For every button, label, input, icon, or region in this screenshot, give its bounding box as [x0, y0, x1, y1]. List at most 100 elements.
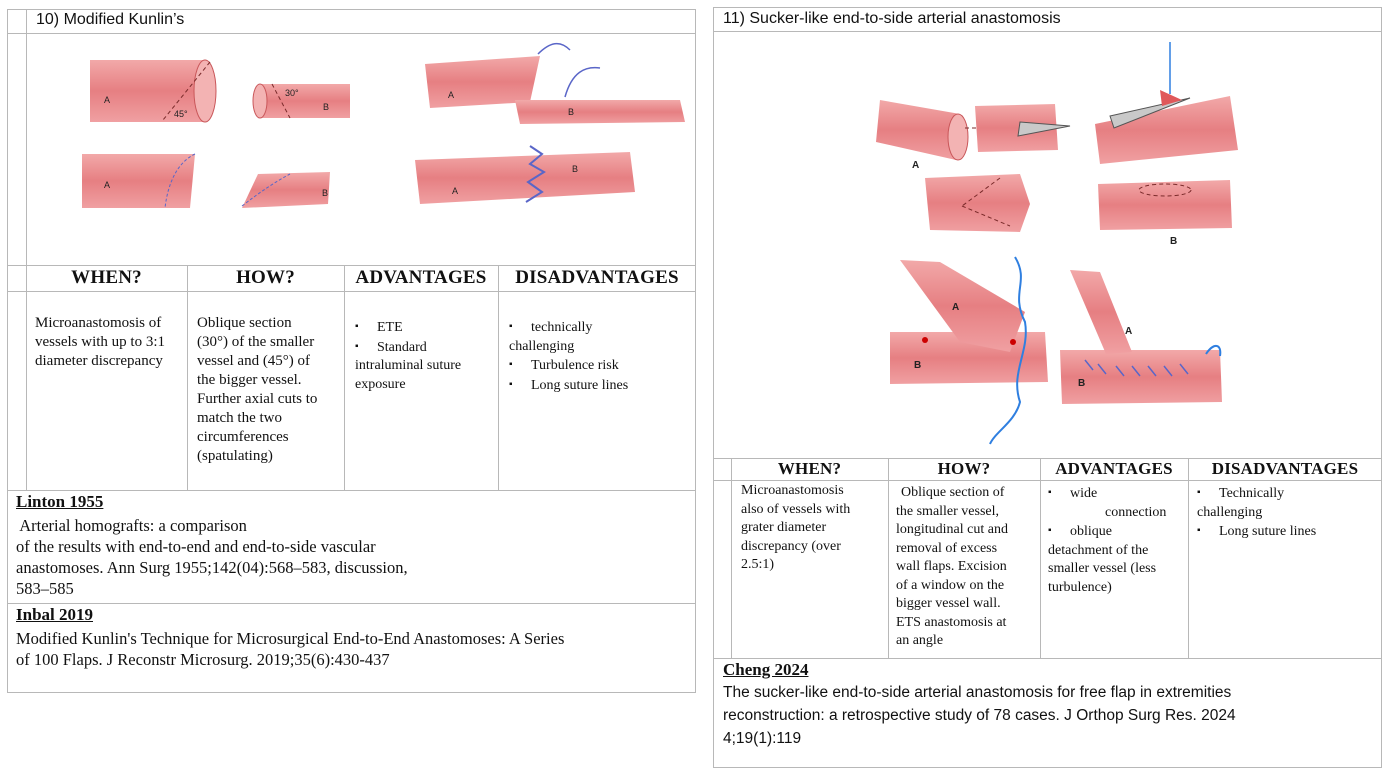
text-line: vessel and (45°) of — [197, 352, 342, 371]
text-line: challenging — [1197, 504, 1377, 523]
bullet-item: Technically — [1197, 484, 1377, 504]
diagram-label: B — [914, 360, 921, 371]
ref-linton-head: Linton 1955 — [16, 492, 103, 512]
text-line: also of vessels with — [741, 501, 886, 520]
left-table-bottom — [7, 490, 696, 491]
text-line: (spatulating) — [197, 447, 342, 466]
text-line: match the two — [197, 409, 342, 428]
bullet-item: Long suture lines — [1197, 522, 1377, 542]
text-line: Arterial homografts: a comparison — [16, 515, 408, 536]
text-line: turbulence) — [1048, 579, 1186, 598]
bullet-item: ETE — [355, 318, 495, 338]
col-line — [498, 265, 499, 490]
right-header-bottom — [713, 480, 1382, 481]
when-cell: Microanastomosis also of vessels with gr… — [741, 482, 886, 575]
vessel-pair-suturing — [425, 44, 685, 124]
bullet-item: technically — [509, 318, 689, 338]
vessel-completed — [415, 146, 635, 204]
when-cell: Microanastomosis of vessels with up to 3… — [35, 314, 185, 371]
header-advantages: ADVANTAGES — [344, 267, 498, 289]
disadvantages-cell: Technically challenging Long suture line… — [1197, 484, 1377, 542]
text-line: Microanastomosis — [741, 482, 886, 501]
text-line: Modified Kunlin's Technique for Microsur… — [16, 628, 564, 649]
text-line: 2.5:1) — [741, 556, 886, 575]
col-line — [1040, 458, 1041, 658]
diagram-label: B — [568, 107, 574, 117]
vessel-a-oblique — [90, 60, 216, 122]
diagram-label: A — [952, 302, 959, 313]
kunlin-diagram: A 30° 45° B A B A B A B — [60, 42, 690, 262]
text-line: circumferences — [197, 428, 342, 447]
bullet-item: oblique — [1048, 522, 1186, 542]
text-line: challenging — [509, 338, 689, 357]
text-line: reconstruction: a retrospective study of… — [723, 704, 1236, 727]
text-line: removal of excess — [896, 540, 1038, 559]
diagram-label: A — [104, 180, 110, 190]
text-line: bigger vessel wall. — [896, 595, 1038, 614]
text-line: of the results with end-to-end and end-t… — [16, 536, 408, 557]
text-line: discrepancy (over — [741, 538, 886, 557]
vessel-a-spatulated — [82, 154, 195, 208]
text-line: wall flaps. Excision — [896, 558, 1038, 577]
diagram-label: 45° — [174, 109, 188, 119]
left-title-divider — [7, 33, 696, 34]
text-line: diameter discrepancy — [35, 352, 185, 371]
ets-anastomosis-open — [890, 257, 1048, 444]
text-line: grater diameter — [741, 519, 886, 538]
header-disadvantages: DISADVANTAGES — [498, 267, 696, 289]
diagram-label: A — [104, 95, 110, 105]
diagram-label: B — [323, 102, 329, 112]
text-line: connection — [1048, 504, 1186, 523]
diagram-label: 30° — [285, 88, 299, 98]
col-line — [344, 265, 345, 490]
text-line: the smaller vessel, — [896, 503, 1038, 522]
diagram-label: A — [1125, 326, 1132, 337]
diagram-label: A — [448, 90, 454, 100]
text-line: (30°) of the smaller — [197, 333, 342, 352]
text-line: 583–585 — [16, 578, 408, 599]
vessel-b-window — [1095, 42, 1238, 164]
vessel-a-spatulated — [925, 174, 1030, 232]
text-line: smaller vessel (less — [1048, 560, 1186, 579]
header-when: WHEN? — [26, 267, 187, 289]
diagram-label: B — [322, 188, 328, 198]
header-when: WHEN? — [731, 459, 888, 479]
left-section-title: 10) Modified Kunlin’s — [36, 11, 184, 29]
header-advantages: ADVANTAGES — [1040, 459, 1188, 479]
text-line: an angle — [896, 632, 1038, 651]
diagram-label: B — [572, 164, 578, 174]
ref-cheng-text: The sucker-like end-to-side arterial ana… — [723, 681, 1236, 750]
right-table-bottom — [713, 658, 1382, 659]
text-line: Microanastomosis of — [35, 314, 185, 333]
text-line: 4;19(1):119 — [723, 727, 1236, 750]
text-line: ETS anastomosis at — [896, 614, 1038, 633]
bullet-item: wide — [1048, 484, 1186, 504]
bullet-item: Standard — [355, 338, 495, 358]
vessel-b-elliptical-window — [1098, 180, 1232, 230]
vessel-a-cut — [876, 100, 1070, 160]
ref-divider — [7, 603, 696, 604]
how-cell: Oblique section of the smaller vessel, l… — [896, 484, 1038, 651]
text-line: anastomoses. Ann Surg 1955;142(04):568–5… — [16, 557, 408, 578]
bullet-item: Long suture lines — [509, 376, 689, 396]
col-line — [1188, 458, 1189, 658]
ref-inbal-text: Modified Kunlin's Technique for Microsur… — [16, 628, 564, 670]
left-header-top — [7, 265, 696, 266]
disadvantages-cell: technically challenging Turbulence risk … — [509, 318, 689, 395]
text-line: intraluminal suture — [355, 357, 495, 376]
text-line: detachment of the — [1048, 542, 1186, 561]
right-section-title: 11) Sucker-like end-to-side arterial ana… — [723, 10, 1061, 28]
diagram-label: A — [452, 186, 458, 196]
header-how: HOW? — [187, 267, 344, 289]
diagram-label: A — [912, 160, 919, 171]
advantages-cell: wide connection oblique detachment of th… — [1048, 484, 1186, 597]
left-header-bottom — [7, 291, 696, 292]
vessel-b-spatulated — [242, 172, 330, 208]
left-gutter-line — [26, 9, 27, 490]
col-line — [187, 265, 188, 490]
text-line: of 100 Flaps. J Reconstr Microsurg. 2019… — [16, 649, 564, 670]
header-how: HOW? — [888, 459, 1040, 479]
text-line: exposure — [355, 376, 495, 395]
diagram-label: B — [1078, 378, 1085, 389]
text-line: Further axial cuts to — [197, 390, 342, 409]
